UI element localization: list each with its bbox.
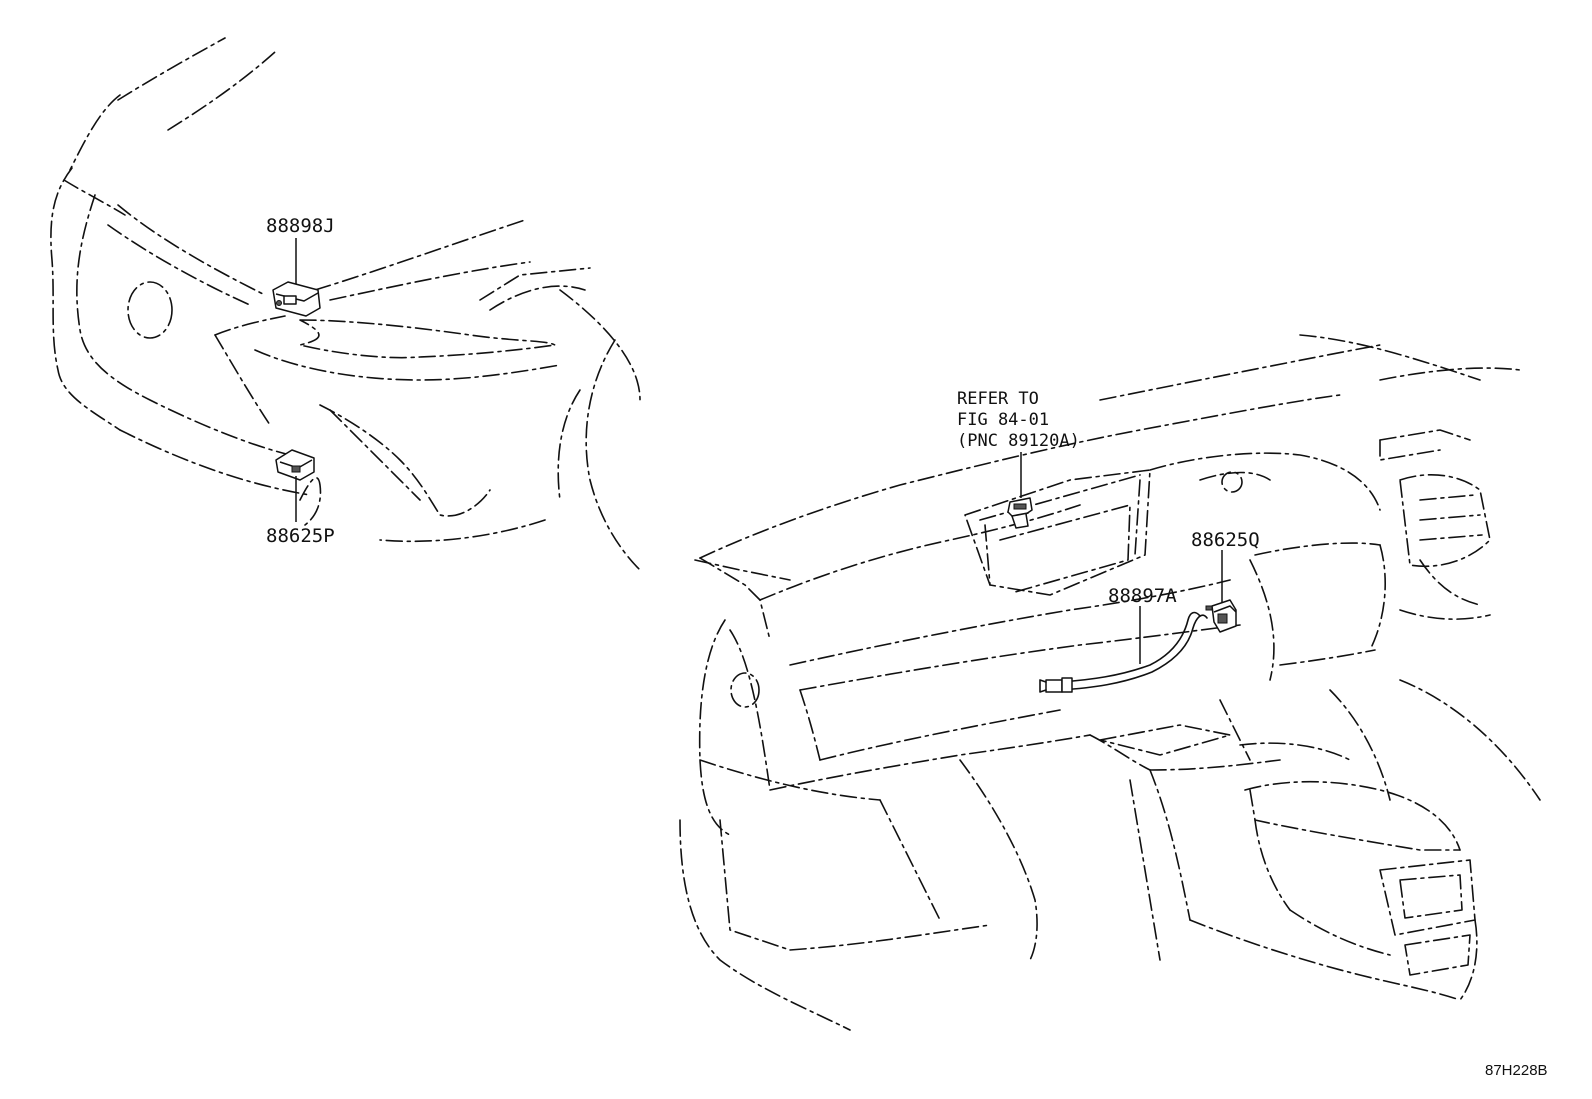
illustration-code: 87H228B <box>1485 1062 1548 1079</box>
part-88898j-sensor[interactable] <box>272 281 321 317</box>
reference-note: REFER TO FIG 84-01 (PNC 89120A) <box>957 389 1080 451</box>
callout-88898j[interactable]: 88898J <box>266 215 335 237</box>
callout-88897a[interactable]: 88897A <box>1108 585 1177 607</box>
part-88625p-sensor[interactable] <box>275 449 315 481</box>
reference-line-1: REFER TO <box>957 389 1039 409</box>
part-reference-clip[interactable] <box>1007 497 1033 529</box>
reference-line-2: FIG 84-01 <box>957 410 1049 430</box>
instrument-panel-outline <box>679 334 1541 1031</box>
part-88625q-sensor[interactable] <box>1205 599 1237 633</box>
callout-88625q[interactable]: 88625Q <box>1191 529 1260 551</box>
part-88897a-hose[interactable] <box>1039 611 1208 693</box>
callout-88625p[interactable]: 88625P <box>266 525 335 547</box>
reference-line-3: (PNC 89120A) <box>957 431 1080 451</box>
front-bumper-outline <box>50 37 641 571</box>
